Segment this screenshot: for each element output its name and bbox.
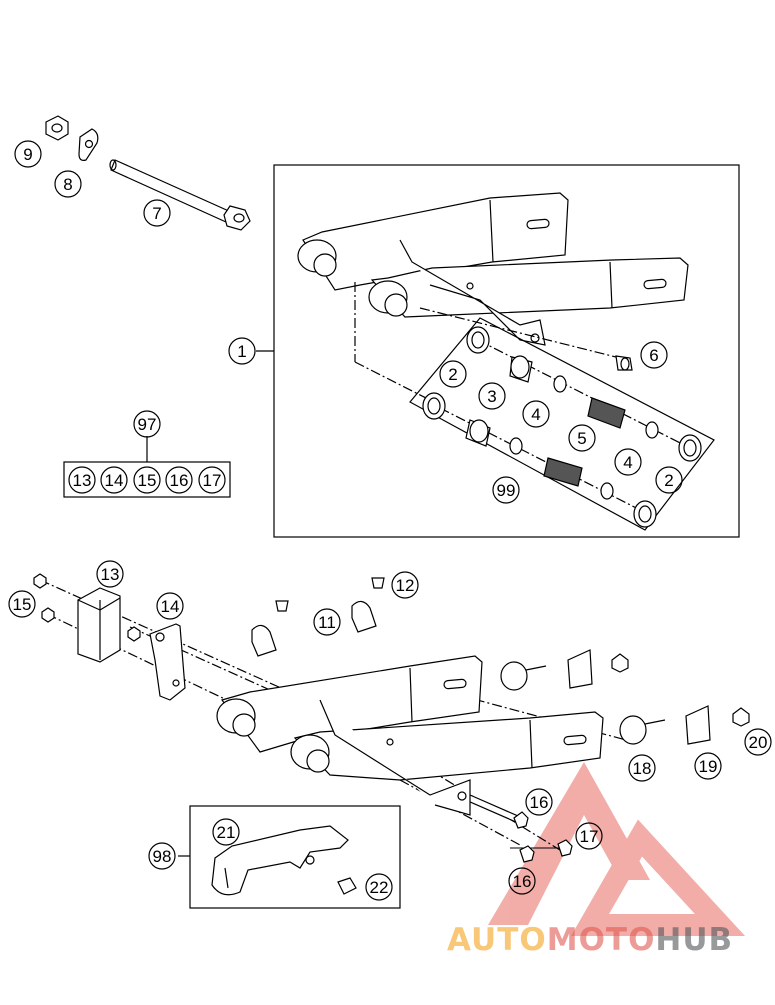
callout-circle: [640, 341, 668, 369]
callout-number: 1: [237, 342, 246, 361]
callout-circle: [628, 754, 656, 782]
callout-number: 99: [497, 481, 516, 500]
kit-98-box: [189, 805, 401, 909]
callout-circle: [391, 571, 419, 599]
washer-plate-part: [78, 128, 99, 161]
callout-number: 21: [217, 823, 236, 842]
callout-number: 18: [633, 759, 652, 778]
callout-number: 2: [448, 365, 457, 384]
callout-circle: [478, 382, 506, 410]
kit-97-box: [63, 461, 231, 498]
nut-part: [45, 115, 69, 141]
callout-number: 13: [73, 471, 92, 490]
callout-circle: [198, 466, 226, 494]
callout-circle: [508, 867, 536, 895]
swingarm-top-illustration: [297, 192, 689, 346]
watermark-hub: HUB: [655, 922, 734, 958]
callout-circle: [156, 592, 184, 620]
callout-number: 7: [152, 204, 161, 223]
callout-circle: [439, 360, 467, 388]
callout-number: 16: [530, 793, 549, 812]
callout-circle: [655, 466, 683, 494]
callout-number: 15: [138, 471, 157, 490]
callout-circle: [365, 873, 393, 901]
callout-number: 98: [153, 847, 172, 866]
callout-circle: [148, 842, 176, 870]
chain-guard-part: [211, 825, 357, 896]
callout-circle: [143, 199, 171, 227]
callout-number: 5: [577, 429, 586, 448]
callout-number: 14: [105, 471, 124, 490]
callout-circle: [492, 476, 520, 504]
callout-number: 8: [63, 175, 72, 194]
lower-small-parts: [33, 573, 750, 863]
callout-circle: [96, 560, 124, 588]
callout-circle: [133, 466, 161, 494]
callout-number: 97: [138, 415, 157, 434]
callout-circle: [313, 608, 341, 636]
callout-number: 3: [487, 387, 496, 406]
callout-number: 20: [749, 733, 768, 752]
callout-number: 16: [513, 872, 532, 891]
callout-circle: [522, 400, 550, 428]
swingarm-axle-part: [109, 159, 251, 231]
callout-circle: [54, 170, 82, 198]
callout-circle: [14, 140, 42, 168]
watermark-logo: [488, 762, 746, 936]
callout-circle: [575, 822, 603, 850]
callout-number: 12: [396, 576, 415, 595]
callout-number: 17: [580, 827, 599, 846]
watermark-auto: AUTO: [447, 922, 547, 958]
callout-circle: [525, 788, 553, 816]
callout-number: 9: [23, 145, 32, 164]
callout-circle: [744, 728, 772, 756]
callout-circle: [165, 466, 193, 494]
watermark-moto: MOTO: [546, 922, 656, 958]
bearing-parts: [422, 326, 702, 528]
callout-number: 2: [664, 471, 673, 490]
swingarm-bottom-illustration: [216, 655, 604, 816]
callout-number: 13: [101, 565, 120, 584]
callout-number: 17: [203, 471, 222, 490]
callout-number: 4: [531, 405, 540, 424]
callout-circle: [568, 424, 596, 452]
bearing-kit-panel: [409, 317, 715, 531]
callout-number: 16: [170, 471, 189, 490]
callout-circle: [8, 590, 36, 618]
callout-number: 19: [699, 757, 718, 776]
callout-number: 6: [649, 346, 658, 365]
callout-circle: [614, 448, 642, 476]
callout-number: 22: [370, 878, 389, 897]
callout-number: 4: [623, 453, 632, 472]
callout-number: 14: [161, 597, 180, 616]
callout-circle: [212, 818, 240, 846]
callout-circle: [100, 466, 128, 494]
callout-circle: [694, 752, 722, 780]
callout-circle: [228, 337, 256, 365]
callout-number: 11: [318, 613, 336, 632]
callout-circle: [133, 410, 161, 438]
callout-circle: [68, 466, 96, 494]
watermark-brand: AUTOMOTOHUB: [447, 922, 733, 958]
callout-number: 15: [13, 595, 32, 614]
